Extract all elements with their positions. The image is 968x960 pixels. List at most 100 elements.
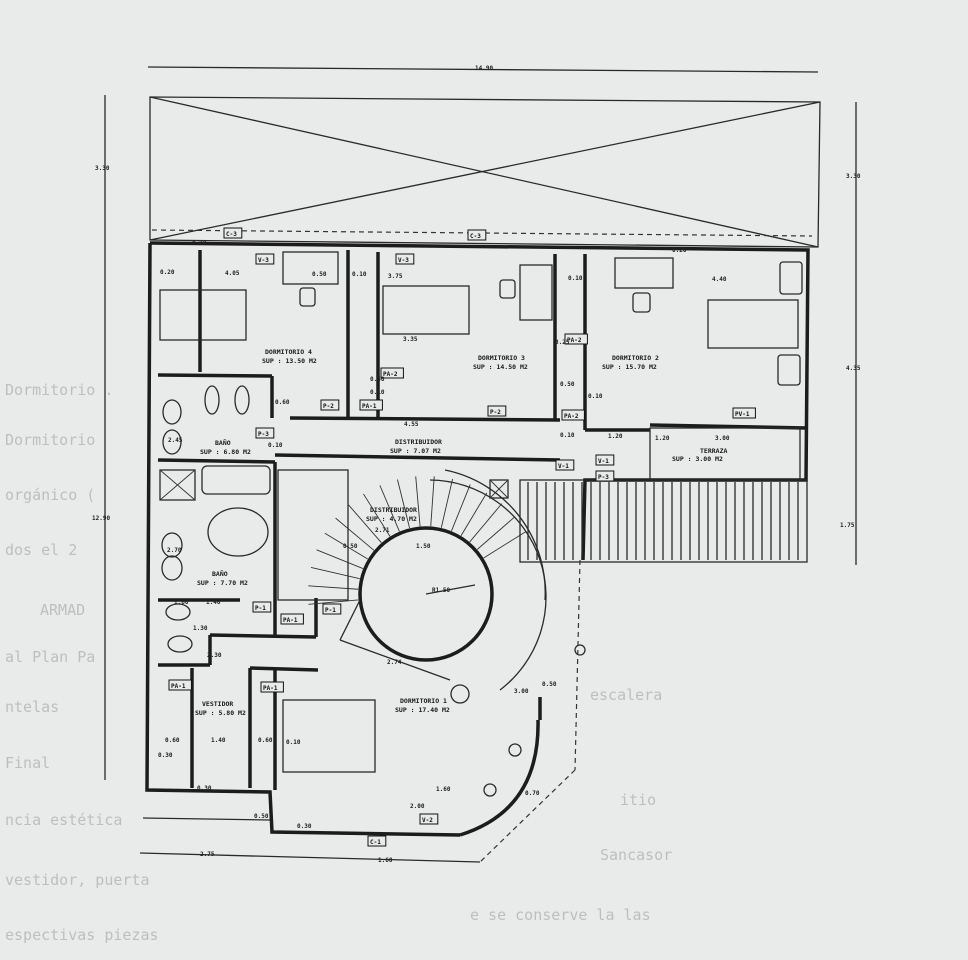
svg-text:al Plan Pa: al Plan Pa [5,648,95,666]
opening-tag: C-3 [470,233,481,240]
room-name: BAÑO [215,438,231,447]
corner-bathtub [207,507,269,557]
opening-tag: C-1 [370,839,381,846]
dimension-label: 0.30 [297,823,312,830]
room-name: DORMITORIO 2 [612,354,659,362]
dimension-label: 0.50 [312,271,327,278]
opening-tag-box [367,835,387,847]
opening-tag: P-3 [598,474,609,481]
opening-tag-box [322,603,342,615]
svg-text:espectivas piezas: espectivas piezas [5,926,159,944]
dimension-label: 3.00 [715,435,730,442]
stair-tread [324,532,368,560]
dim-left-top: 3.30 [95,165,110,172]
room-name: DORMITORIO 4 [265,348,312,356]
opening-tag-box [595,454,615,466]
opening-tag-box [487,405,507,417]
dimension-label: 0.70 [525,790,540,797]
opening-tag: PA-1 [263,685,278,692]
dimension-label: 3.75 [388,273,403,280]
room-name: DISTRIBUIDOR [395,438,442,446]
opening-tag: P-2 [323,403,334,410]
stair-tread [379,485,400,532]
furniture [159,251,803,773]
opening-tag: C-3 [226,231,237,238]
dim-left-total: 12.90 [92,515,110,522]
stair-tread [415,476,421,527]
room-labels: DORMITORIO 4 SUP : 13.50 M2 DORMITORIO 3… [195,348,727,717]
opening-tag: PA-1 [283,617,298,624]
dimension-label: 0.50 [542,681,557,688]
dim-bottom-left: 2.75 [200,851,215,858]
stair-tread [460,492,488,536]
stair-tread [310,567,360,580]
opening-tag: PA-2 [567,337,582,344]
dimension-label: 4.40 [712,276,727,283]
dimension-label: 0.50 [254,813,269,820]
opening-tag: P-1 [325,607,336,614]
dim-right-low: 1.75 [840,522,855,529]
dimension-label: 0.10 [286,739,301,746]
dimension-label: 4.55 [404,421,419,428]
room-area: SUP : 5.80 M2 [195,709,246,717]
room-area: SUP : 15.70 M2 [602,363,657,371]
dimension-label: 1.60 [436,786,451,793]
opening-tag-box [595,470,615,482]
stair-tread [483,531,527,559]
room-name: BAÑO [212,569,228,578]
spiral-staircase [308,469,586,863]
dimension-label: 0.30 [158,752,173,759]
dimension-label: 0.10 [370,389,385,396]
svg-text:ncia estética: ncia estética [5,811,122,829]
stair-tread [335,517,375,551]
opening-tag: V-1 [558,463,569,470]
svg-text:escalera: escalera [590,686,662,704]
room-area: SUP : 7.07 M2 [390,447,441,455]
room-area: SUP : 17.40 M2 [395,706,450,714]
opening-tag: PV-1 [735,411,750,418]
bed-dormitorio-1 [282,699,376,773]
room-area: SUP : 3.00 M2 [672,455,723,463]
opening-tag: P-1 [255,605,266,612]
dimension-label: 2.00 [410,803,425,810]
dimension-label: 0.10 [268,442,283,449]
stair-tread [316,549,364,569]
dimension-label: 0.10 [588,393,603,400]
dimension-label: 2.30 [207,652,222,659]
dimension-label: 3.00 [514,688,529,695]
background-typed-text: Dormitorio . Dormitorio orgánico ( dos e… [5,381,672,944]
svg-text:ntelas: ntelas [5,698,59,716]
room-name: DORMITORIO 1 [400,697,447,705]
stair-tread [308,585,359,590]
opening-tag: PA-2 [564,413,579,420]
dimension-label: 1.60 [174,599,189,606]
dimension-label: 2.70 [167,547,182,554]
room-area: SUP : 14.50 M2 [473,363,528,371]
svg-text:Dormitorio .: Dormitorio . [5,381,113,399]
dimension-label: 0.10 [560,432,575,439]
dimension-label: 0.50 [560,381,575,388]
opening-tag-box [255,253,275,265]
opening-tag-box [223,227,243,239]
svg-text:Dormitorio: Dormitorio [5,431,95,449]
opening-tag-box [564,333,588,345]
opening-tag: PA-1 [171,683,186,690]
opening-tag: PA-2 [383,371,398,378]
room-area: SUP : 6.80 M2 [200,448,251,456]
opening-tag: PA-1 [362,403,377,410]
dimension-label: 0.60 [165,737,180,744]
svg-text:ARMAD: ARMAD [40,601,85,619]
opening-tag: V-3 [258,257,269,264]
opening-tag-box [561,409,585,421]
stair-tread [430,476,435,527]
dim-bottom-right: 1.60 [378,857,393,864]
stair-tread [397,479,410,529]
bathtub [201,465,271,495]
bed-dormitorio-2 [707,299,799,349]
chimney-duct [489,479,509,499]
svg-text:itio: itio [620,791,656,809]
dim-overall-width: 14.90 [475,65,493,72]
dimension-label: R1.50 [432,587,450,594]
dim-right-top: 3.30 [846,173,861,180]
